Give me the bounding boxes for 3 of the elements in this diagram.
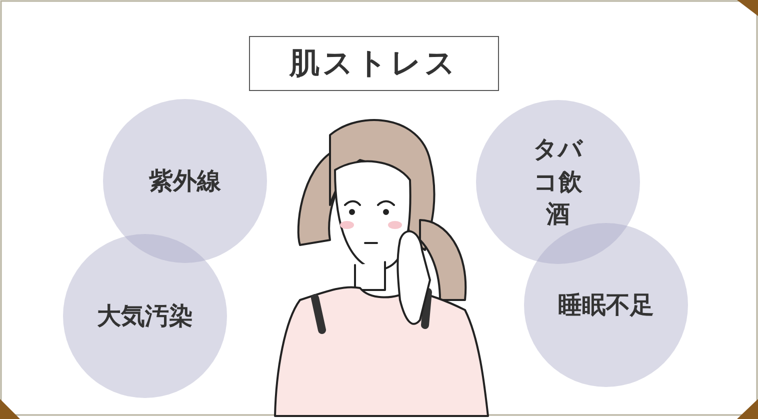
factor-circle: 紫外線: [103, 99, 267, 263]
factor-circle: 大気汚染: [63, 234, 227, 398]
title-box: 肌ストレス: [249, 36, 499, 91]
